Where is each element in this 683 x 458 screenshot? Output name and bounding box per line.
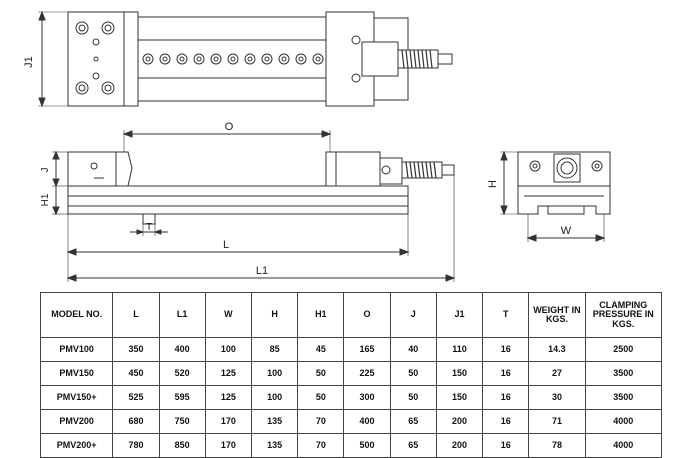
- column-header: L: [112, 292, 160, 338]
- table-cell: PMV200+: [39, 433, 114, 458]
- column-header: L1: [158, 292, 206, 338]
- table-cell: 100: [250, 361, 299, 386]
- table-cell: 595: [158, 385, 206, 410]
- dim-label-o: O: [225, 121, 234, 133]
- dim-label-h1: H1: [40, 193, 51, 206]
- table-cell: 400: [158, 337, 206, 362]
- dim-label-h: H: [487, 180, 499, 188]
- table-cell: 165: [343, 337, 391, 362]
- table-cell: 100: [204, 337, 253, 362]
- table-cell: 300: [343, 385, 391, 410]
- table-cell: 16: [482, 337, 530, 362]
- table-cell: 27: [528, 361, 586, 386]
- table-cell: 525: [112, 385, 160, 410]
- table-cell: 680: [112, 409, 160, 434]
- column-header: O: [343, 292, 391, 338]
- table-cell: 3500: [584, 361, 663, 386]
- dim-label-w: W: [561, 225, 572, 237]
- vise-technical-drawing: J1 O J H1 T L L1 H W: [23, 10, 611, 282]
- table-cell: 16: [482, 409, 530, 434]
- table-cell: 45: [297, 337, 345, 362]
- dim-label-l: L: [223, 239, 229, 251]
- table-cell: 16: [482, 361, 530, 386]
- table-cell: PMV150+: [39, 385, 114, 410]
- front-view: [52, 130, 456, 282]
- table-cell: 500: [343, 433, 391, 458]
- table-cell: 65: [389, 433, 437, 458]
- table-cell: PMV100: [39, 337, 114, 362]
- table-row: PMV200+ 780 850 170 135 70 500 65 200 16…: [39, 433, 663, 458]
- table-cell: 225: [343, 361, 391, 386]
- table-cell: 40: [389, 337, 437, 362]
- table-cell: 50: [297, 361, 345, 386]
- table-cell: 780: [112, 433, 160, 458]
- table-cell: 3500: [584, 385, 663, 410]
- table-cell: 16: [482, 433, 530, 458]
- table-cell: PMV200: [39, 409, 114, 434]
- table-cell: 200: [435, 433, 484, 458]
- table-cell: 150: [435, 385, 484, 410]
- table-cell: 16: [482, 385, 530, 410]
- table-cell: 110: [435, 337, 484, 362]
- table-row: PMV100 350 400 100 85 45 165 40 110 16 1…: [39, 337, 663, 362]
- table-cell: 350: [112, 337, 160, 362]
- table-cell: 125: [204, 361, 253, 386]
- column-header: J1: [435, 292, 484, 338]
- slot-holes: [142, 53, 324, 65]
- table-cell: 14.3: [528, 337, 586, 362]
- table-row: PMV150+ 525 595 125 100 50 300 50 150 16…: [39, 385, 663, 410]
- table-row: PMV200 680 750 170 135 70 400 65 200 16 …: [39, 409, 663, 434]
- table-cell: PMV150: [39, 361, 114, 386]
- table-cell: 70: [297, 433, 345, 458]
- column-header: T: [482, 292, 530, 338]
- column-header: MODEL NO.: [39, 292, 114, 338]
- side-view: [500, 150, 611, 242]
- column-header: J: [389, 292, 437, 338]
- dim-label-j1: J1: [23, 56, 35, 68]
- table-cell: 850: [158, 433, 206, 458]
- table-cell: 50: [297, 385, 345, 410]
- table-cell: 71: [528, 409, 586, 434]
- table-header-row: MODEL NO. L L1 W H H1 O J J1 T WEIGHT IN…: [39, 292, 663, 338]
- column-header: W: [204, 292, 253, 338]
- table-cell: 65: [389, 409, 437, 434]
- table-cell: 450: [112, 361, 160, 386]
- table-cell: 135: [250, 433, 299, 458]
- column-header: WEIGHT IN KGS.: [528, 292, 586, 338]
- table-cell: 520: [158, 361, 206, 386]
- table-cell: 70: [297, 409, 345, 434]
- table-cell: 150: [435, 361, 484, 386]
- table-cell: 125: [204, 385, 253, 410]
- table-cell: 30: [528, 385, 586, 410]
- table-cell: 50: [389, 385, 437, 410]
- dim-label-l1: L1: [256, 265, 268, 277]
- table-cell: 50: [389, 361, 437, 386]
- table-row: PMV150 450 520 125 100 50 225 50 150 16 …: [39, 361, 663, 386]
- table-cell: 170: [204, 433, 253, 458]
- specifications-table: MODEL NO. L L1 W H H1 O J J1 T WEIGHT IN…: [39, 292, 663, 458]
- table-cell: 135: [250, 409, 299, 434]
- column-header: H: [250, 292, 299, 338]
- column-header: H1: [297, 292, 345, 338]
- table-cell: 4000: [584, 433, 663, 458]
- table-cell: 400: [343, 409, 391, 434]
- table-cell: 750: [158, 409, 206, 434]
- table-cell: 170: [204, 409, 253, 434]
- top-view: [38, 10, 453, 108]
- table-cell: 4000: [584, 409, 663, 434]
- table-cell: 200: [435, 409, 484, 434]
- dim-label-t: T: [146, 222, 152, 233]
- dim-label-j: J: [40, 168, 51, 173]
- column-header: CLAMPING PRESSURE IN KGS.: [584, 292, 663, 338]
- table-cell: 2500: [584, 337, 663, 362]
- table-cell: 78: [528, 433, 586, 458]
- table-cell: 100: [250, 385, 299, 410]
- table-cell: 85: [250, 337, 299, 362]
